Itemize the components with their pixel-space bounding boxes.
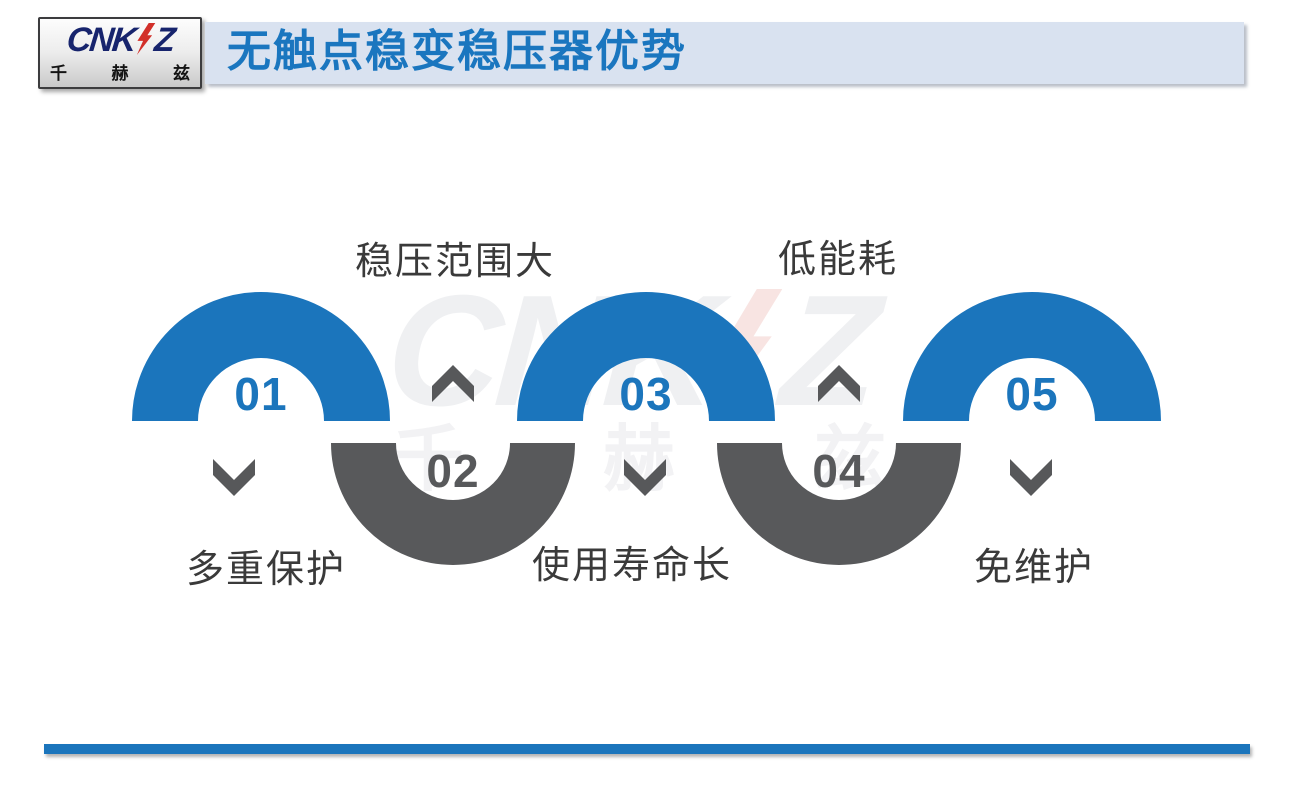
title-bar: 无触点稳变稳压器优势 [205, 22, 1244, 84]
step-number-01: 01 [234, 368, 288, 420]
step-label-04: 低能耗 [777, 239, 899, 281]
arc-step-04 [717, 443, 961, 565]
logo-wordmark: CNK Z [64, 20, 176, 59]
step-label-02: 稳压范围大 [354, 241, 556, 283]
lightning-bolt-icon [136, 22, 155, 55]
arc-step-03 [517, 292, 775, 421]
footer-divider-bar [44, 744, 1250, 754]
step-number-05: 05 [1005, 368, 1059, 420]
step-number-02: 02 [426, 445, 480, 497]
step-label-01: 多重保护 [185, 549, 347, 591]
arc-step-01 [132, 292, 390, 421]
step-label-03: 使用寿命长 [531, 545, 733, 587]
chevron-down-icon [624, 459, 666, 496]
chevron-up-icon [432, 365, 474, 402]
step-number-03: 03 [619, 368, 673, 420]
arc-step-05 [903, 292, 1161, 421]
chevron-down-icon [213, 459, 255, 496]
step-number-04: 04 [812, 445, 866, 497]
chevron-down-icon [1010, 459, 1052, 496]
arc-ring [517, 292, 775, 421]
logo-subtext-char: 赫 [111, 63, 129, 83]
logo-subtext: 千 赫 兹 [50, 59, 190, 84]
logo-subtext-char: 兹 [173, 63, 190, 83]
logo-subtext-char: 千 [50, 63, 67, 83]
page-title: 无触点稳变稳压器优势 [227, 27, 687, 76]
logo-text-prefix: CNK [64, 20, 137, 59]
watermark-text-suffix: Z [776, 263, 879, 439]
company-logo: CNK Z 千 赫 兹 [38, 17, 202, 89]
chevron-up-icon [818, 365, 860, 402]
logo-text-suffix: Z [152, 20, 176, 59]
step-label-05: 免维护 [973, 547, 1095, 589]
arc-step-02 [331, 443, 575, 565]
